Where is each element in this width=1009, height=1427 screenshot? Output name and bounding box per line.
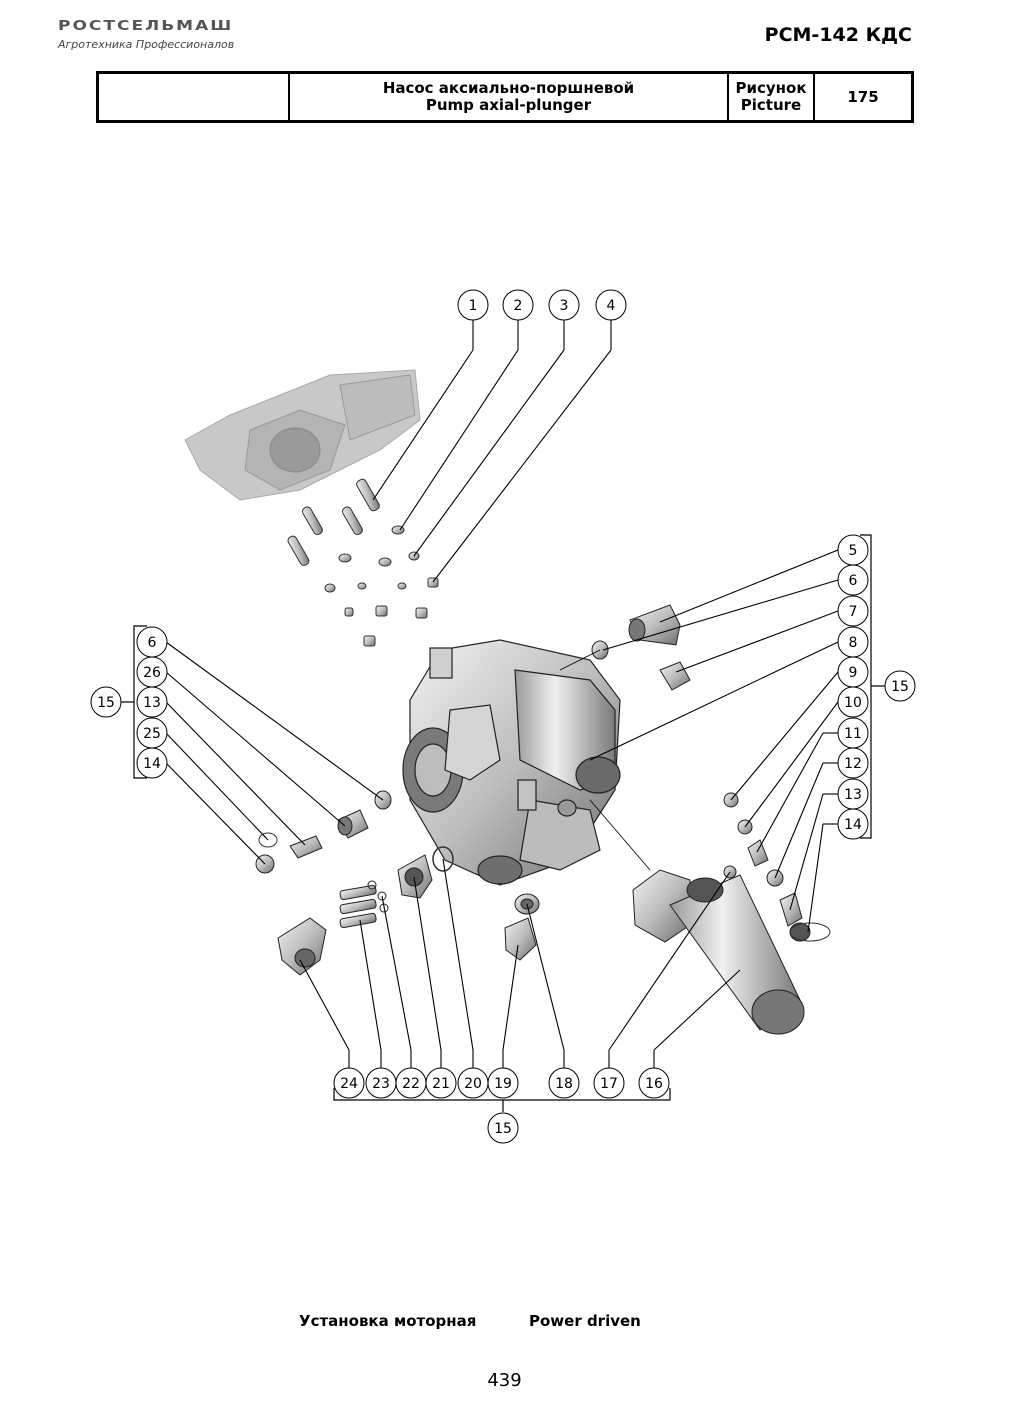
svg-text:7: 7 <box>849 604 858 620</box>
callout-14-left: 14 <box>136 747 168 779</box>
callout-right-group: 5 6 7 8 9 10 11 12 13 14 15 <box>837 534 916 840</box>
title-cell: Насос аксиально-поршневой Pump axial-plu… <box>288 71 729 123</box>
brand-name: РОСТСЕЛЬМАШ <box>58 18 234 34</box>
svg-text:25: 25 <box>143 726 161 742</box>
svg-text:15: 15 <box>97 695 115 711</box>
svg-text:20: 20 <box>464 1076 482 1092</box>
title-en: Pump axial-plunger <box>425 96 592 114</box>
callout-10: 10 <box>837 686 869 718</box>
callout-14-right: 14 <box>837 808 869 840</box>
svg-text:14: 14 <box>844 817 862 833</box>
callout-17: 17 <box>593 1067 625 1099</box>
callout-19: 19 <box>487 1067 519 1099</box>
svg-text:15: 15 <box>891 679 909 695</box>
title-block-empty-cell <box>96 71 290 123</box>
callout-15-right: 15 <box>884 670 916 702</box>
svg-text:24: 24 <box>340 1076 358 1092</box>
callout-20: 20 <box>457 1067 489 1099</box>
svg-text:14: 14 <box>143 756 161 772</box>
title-ru: Насос аксиально-поршневой <box>382 79 635 97</box>
svg-text:6: 6 <box>849 573 858 589</box>
callout-13-right: 13 <box>837 778 869 810</box>
callout-22: 22 <box>395 1067 427 1099</box>
svg-text:10: 10 <box>844 695 862 711</box>
svg-text:16: 16 <box>645 1076 663 1092</box>
callout-3: 3 <box>548 289 580 321</box>
svg-text:17: 17 <box>600 1076 618 1092</box>
callout-6-left: 6 <box>136 626 168 658</box>
pump-body <box>402 639 621 886</box>
svg-text:23: 23 <box>372 1076 390 1092</box>
svg-text:19: 19 <box>494 1076 512 1092</box>
callout-7: 7 <box>837 595 869 627</box>
callout-9: 9 <box>837 656 869 688</box>
svg-text:26: 26 <box>143 665 161 681</box>
callout-23: 23 <box>365 1067 397 1099</box>
callout-5: 5 <box>837 534 869 566</box>
svg-text:6: 6 <box>148 635 157 651</box>
filter-assembly <box>632 869 805 1035</box>
group-brackets <box>120 534 885 1112</box>
callout-18: 18 <box>548 1067 580 1099</box>
ghost-housing <box>184 369 421 501</box>
callout-15-bottom: 15 <box>487 1112 519 1144</box>
left-fittings <box>255 790 392 874</box>
callout-left-group: 6 26 13 25 14 15 <box>90 626 168 779</box>
svg-text:22: 22 <box>402 1076 420 1092</box>
svg-text:21: 21 <box>432 1076 450 1092</box>
callout-8: 8 <box>837 626 869 658</box>
figure-label-cell: Рисунок Picture <box>727 71 815 123</box>
callout-11: 11 <box>837 717 869 749</box>
svg-text:5: 5 <box>849 543 858 559</box>
bottom-parts <box>277 846 540 976</box>
callout-13-left: 13 <box>136 686 168 718</box>
callout-21: 21 <box>425 1067 457 1099</box>
callout-16: 16 <box>638 1067 670 1099</box>
logo: РОСТСЕЛЬМАШ Агротехника Профессионалов <box>58 18 234 51</box>
callout-top: 1 2 3 4 <box>457 289 627 321</box>
callout-26: 26 <box>136 656 168 688</box>
svg-text:9: 9 <box>849 665 858 681</box>
callout-1: 1 <box>457 289 489 321</box>
svg-text:13: 13 <box>844 787 862 803</box>
svg-text:12: 12 <box>844 756 862 772</box>
callout-2: 2 <box>502 289 534 321</box>
svg-text:11: 11 <box>844 726 862 742</box>
callout-4: 4 <box>595 289 627 321</box>
svg-text:2: 2 <box>514 298 523 314</box>
svg-text:15: 15 <box>494 1121 512 1137</box>
svg-text:8: 8 <box>849 635 858 651</box>
leader-lines <box>165 320 839 1068</box>
figure-number: 175 <box>813 71 914 123</box>
figure-label-ru: Рисунок <box>735 79 807 97</box>
callout-15-left: 15 <box>90 686 122 718</box>
svg-text:13: 13 <box>143 695 161 711</box>
brand-tagline: Агротехника Профессионалов <box>58 38 235 51</box>
svg-text:18: 18 <box>555 1076 573 1092</box>
callout-6-right: 6 <box>837 564 869 596</box>
callout-25: 25 <box>136 717 168 749</box>
page-number: 439 <box>487 1370 522 1391</box>
svg-text:3: 3 <box>560 298 569 314</box>
callout-24: 24 <box>333 1067 365 1099</box>
callout-12: 12 <box>837 747 869 779</box>
pins-and-rings <box>287 478 439 647</box>
figure-label-en: Picture <box>740 96 802 114</box>
svg-text:4: 4 <box>607 298 616 314</box>
model-name: РСМ-142 КДС <box>764 24 912 46</box>
svg-text:1: 1 <box>469 298 478 314</box>
title-block: Насос аксиально-поршневой Pump axial-plu… <box>96 71 914 123</box>
caption-en: Power driven <box>529 1312 641 1330</box>
callout-bottom-group: 24 23 22 21 20 19 18 17 16 15 <box>333 1067 670 1144</box>
caption-ru: Установка моторная <box>299 1312 477 1330</box>
